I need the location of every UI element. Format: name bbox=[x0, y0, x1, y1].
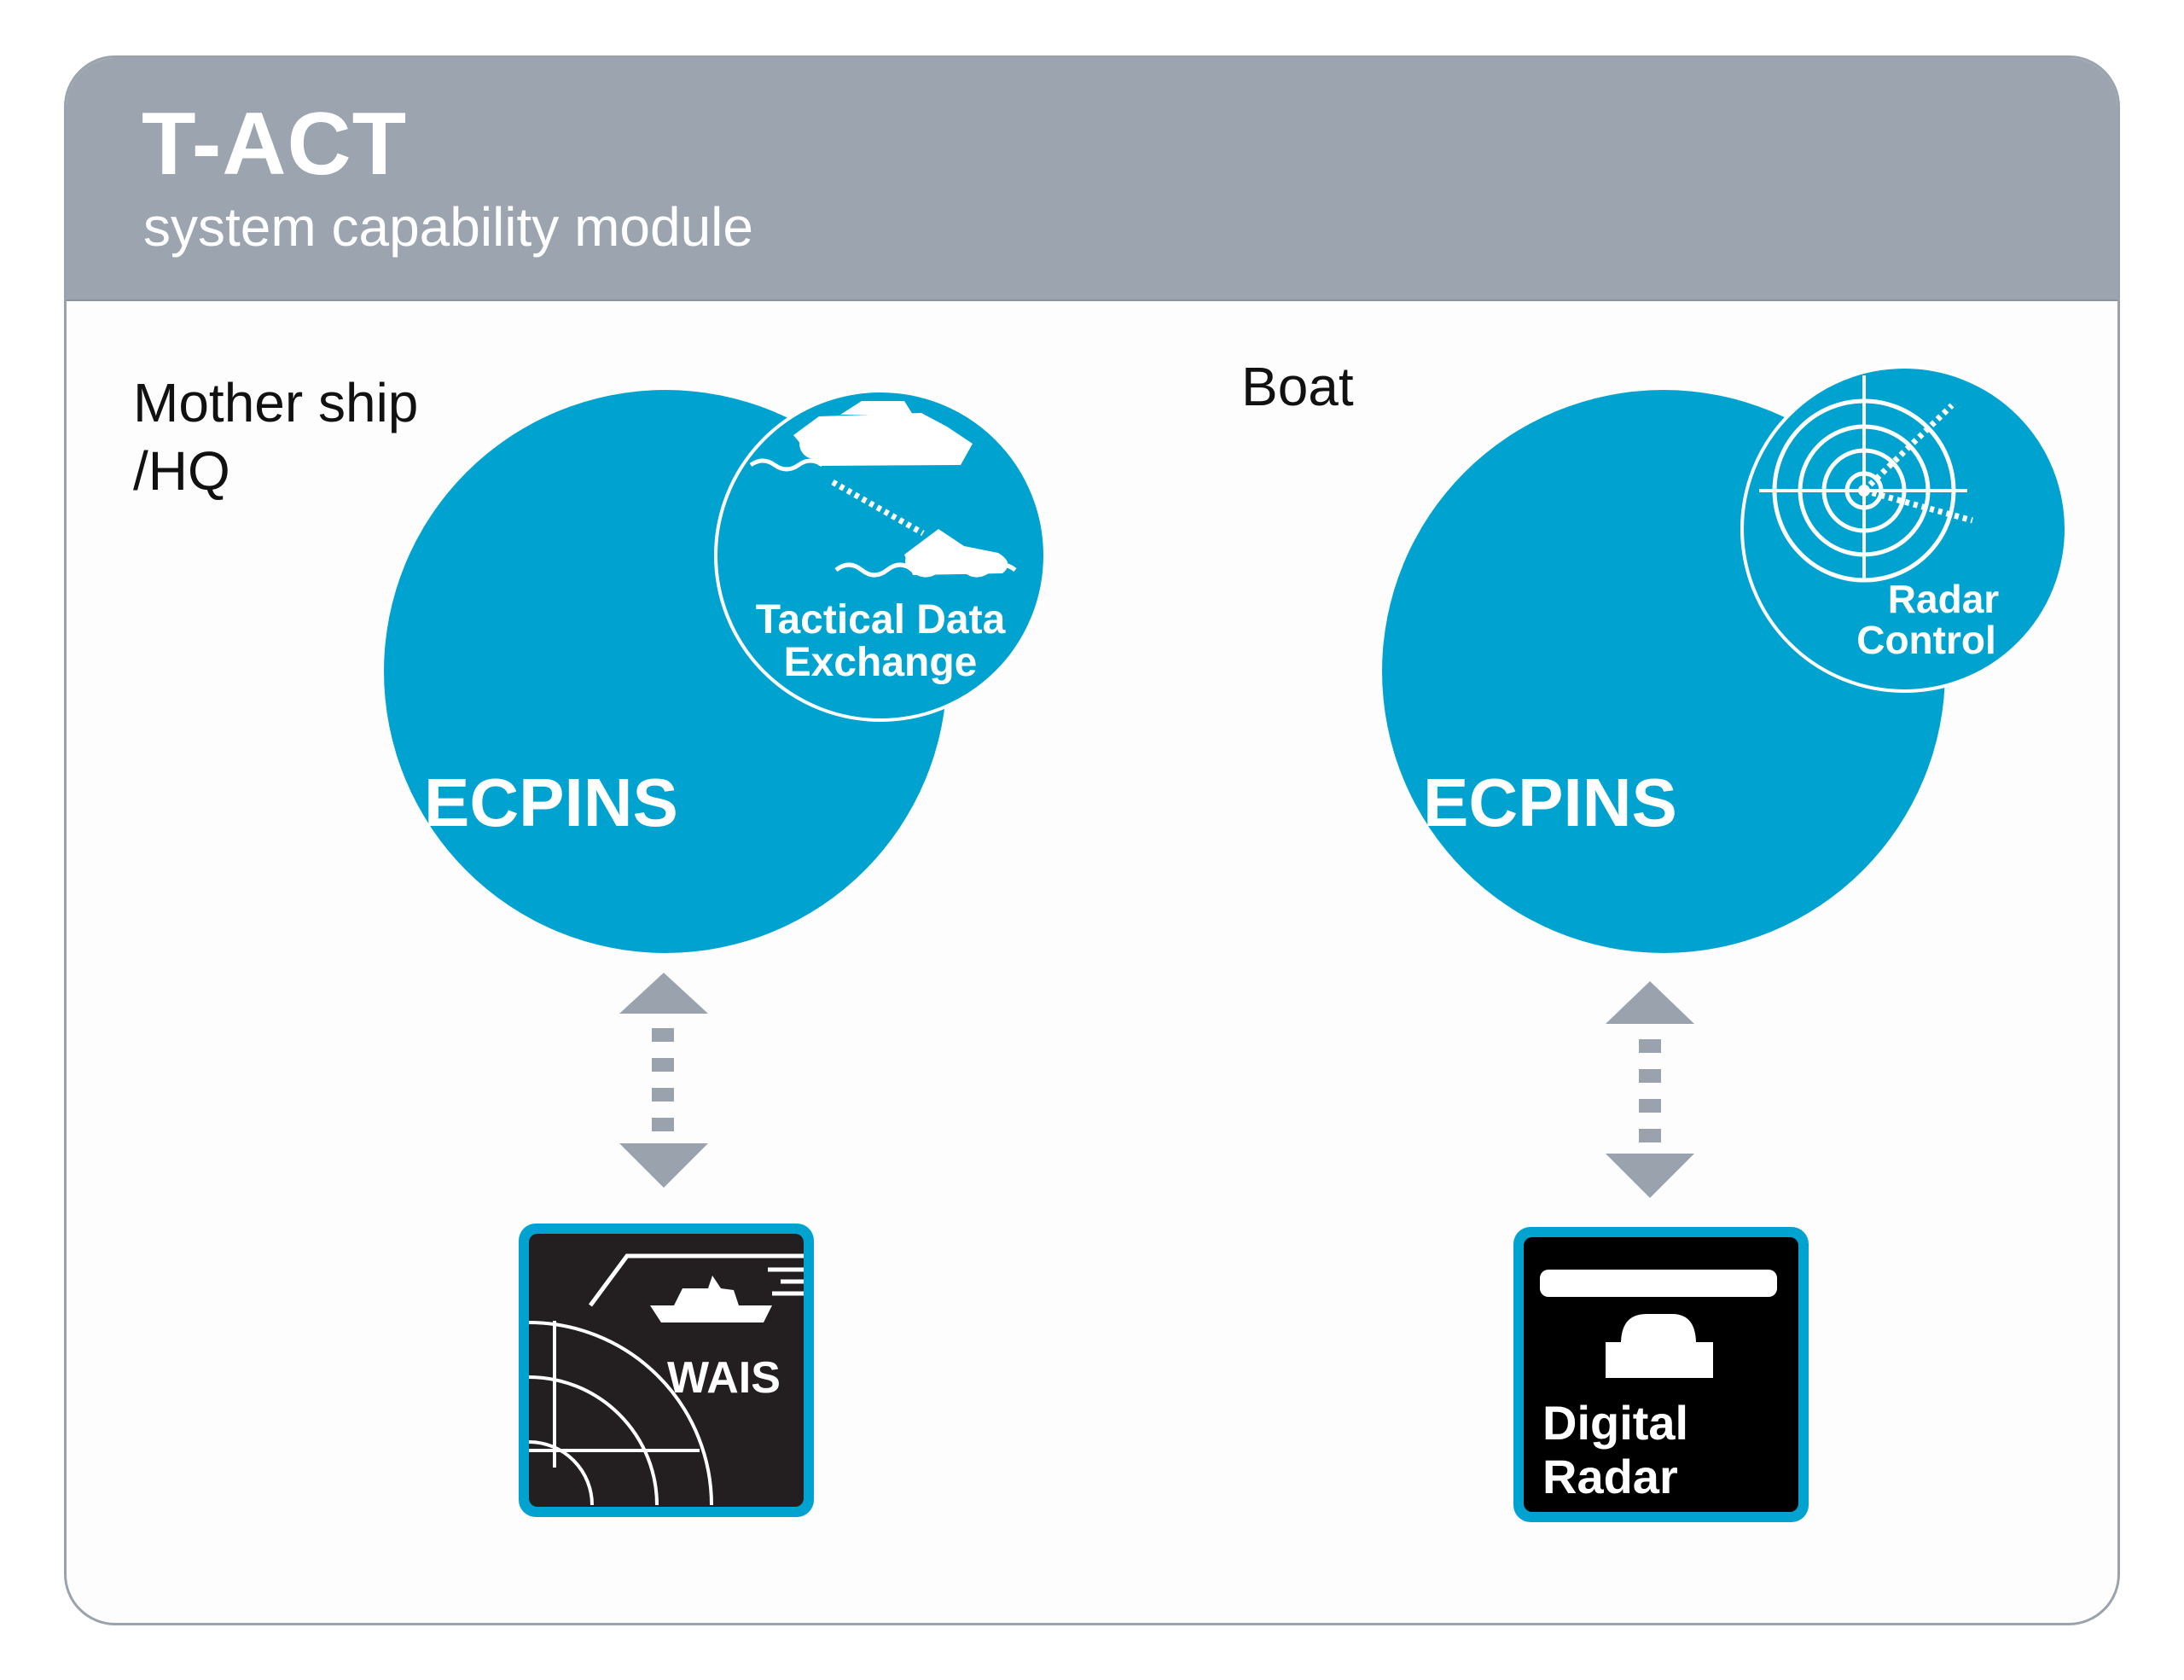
mother-ship-label-line2: /HQ bbox=[133, 440, 230, 502]
arrow-down-icon bbox=[619, 1143, 708, 1188]
ship-radar-icon bbox=[528, 1253, 804, 1506]
page-subtitle: system capability module bbox=[143, 196, 753, 258]
radar-control-circle: Radar Control bbox=[1740, 365, 2068, 693]
digital-radar-label-line2: Radar bbox=[1542, 1450, 1678, 1503]
mother-ship-label: Mother ship /HQ bbox=[133, 369, 418, 505]
radar-target-icon bbox=[1759, 375, 1973, 583]
ecpins-label-right: ECPINS bbox=[1423, 764, 1677, 840]
digital-radar-module: Digital Radar bbox=[1513, 1227, 1809, 1522]
ecpins-label-left: ECPINS bbox=[424, 764, 678, 840]
ecpins-wais-link-arrow bbox=[619, 973, 708, 1188]
tactical-data-exchange-circle: Tactical Data Exchange bbox=[714, 389, 1047, 722]
header-bar: T-ACT system capability module bbox=[67, 58, 2117, 301]
radar-antenna-icon bbox=[1540, 1270, 1777, 1378]
tactical-data-label-line1: Tactical Data bbox=[756, 597, 1006, 642]
wais-label: WAIS bbox=[667, 1353, 781, 1403]
tactical-data-label-line2: Exchange bbox=[784, 640, 978, 685]
arrow-up-icon bbox=[1606, 981, 1694, 1024]
arrow-up-icon bbox=[619, 973, 708, 1014]
boat-data-exchange-icon bbox=[749, 401, 1017, 578]
mother-ship-label-line1: Mother ship bbox=[133, 372, 419, 433]
ecpins-digital-radar-link-arrow bbox=[1606, 981, 1694, 1198]
radar-control-label-line1: Radar bbox=[1888, 577, 1999, 621]
digital-radar-label-line1: Digital bbox=[1542, 1396, 1688, 1450]
radar-control-label-line2: Control bbox=[1856, 618, 1996, 662]
boat-label: Boat bbox=[1241, 356, 1354, 417]
page-title: T-ACT bbox=[142, 95, 408, 194]
arrow-down-icon bbox=[1606, 1154, 1694, 1198]
wais-module: WAIS bbox=[519, 1224, 814, 1517]
